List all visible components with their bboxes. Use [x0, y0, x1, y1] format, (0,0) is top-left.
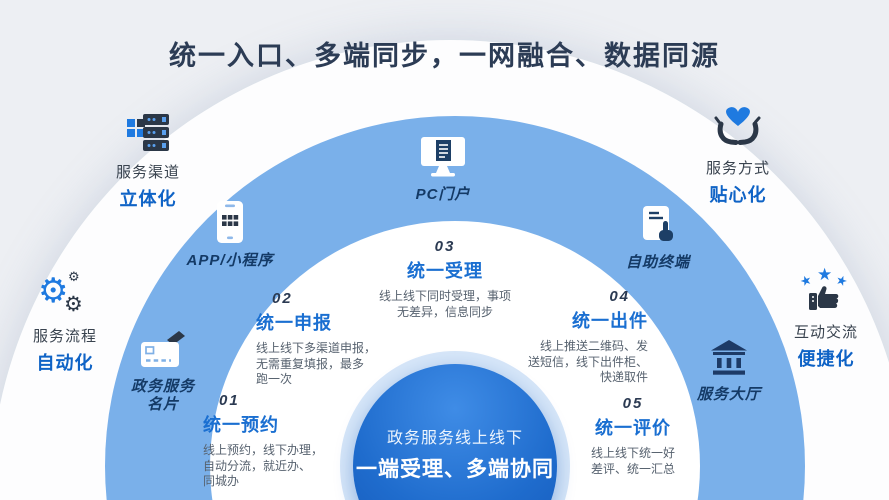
step-unified-reservation: 01 统一预约 线上预约，线下办理， 自动分流，就近办、 同城办 — [203, 392, 327, 490]
server-icon — [85, 106, 211, 154]
thumb-shape — [809, 286, 839, 310]
step-title: 统一预约 — [203, 415, 279, 435]
core-slogan-line2: 一端受理、多端协同 — [356, 458, 554, 481]
step-number: 04 — [609, 288, 630, 305]
step-description: 线上线下同时受理，事项 无差异，信息同步 — [378, 289, 511, 319]
monitor-icon — [381, 132, 505, 178]
feature-service-mode: 服务方式 贴心化 — [675, 102, 801, 207]
channel-pc-portal: PC门户 — [381, 132, 505, 204]
channel-label: 自助终端 — [625, 254, 690, 271]
step-unified-acceptance: 03 统一受理 线上线下同时受理，事项 无差异，信息同步 — [360, 238, 530, 320]
step-title: 统一出件 — [572, 311, 648, 331]
feature-label: 互动交流 — [793, 324, 858, 341]
step-description: 线上推送二维码、发 送短信，线下出件柜、 快递取件 — [527, 339, 648, 384]
thumbs-stars-icon: ★ ★ ★ — [763, 266, 889, 314]
gear-glyph: ⚙ — [38, 272, 69, 310]
step-unified-delivery: 04 统一出件 线上推送二维码、发 送短信，线下出件柜、 快递取件 — [500, 288, 648, 386]
step-title: 统一受理 — [407, 261, 483, 281]
step-unified-evaluation: 05 统一评价 线上线下统一好 差评、统一汇总 — [580, 395, 686, 477]
hands-heart-icon — [675, 102, 801, 150]
core-slogan: 政务服务线上线下 一端受理、多端协同 — [325, 424, 585, 483]
channel-app-miniprogram: APP/小程序 — [166, 198, 294, 270]
feature-interaction: ★ ★ ★ 互动交流 便捷化 — [763, 266, 889, 371]
step-title: 统一评价 — [595, 418, 671, 438]
feature-service-process: ⚙ ⚙ ⚙ 服务流程 自动化 — [6, 270, 124, 375]
channel-label: 政务服务 名片 — [130, 378, 195, 413]
channel-service-hall: 服务大厅 — [667, 332, 791, 404]
phone-icon — [166, 198, 294, 244]
channel-label: 服务大厅 — [696, 386, 761, 403]
card-icon — [106, 324, 220, 370]
bank-icon — [667, 332, 791, 378]
page-title: 统一入口、多端同步，一网融合、数据同源 — [169, 41, 720, 71]
kiosk-icon — [596, 200, 720, 246]
step-description: 线上线下统一好 差评、统一汇总 — [590, 446, 675, 476]
gear-glyph: ⚙ — [64, 293, 83, 316]
feature-highlight: 自动化 — [36, 353, 94, 373]
channel-self-service-terminal: 自助终端 — [596, 200, 720, 272]
feature-service-channels: 服务渠道 立体化 — [85, 106, 211, 211]
gear-glyph: ⚙ — [68, 269, 80, 284]
feature-highlight: 贴心化 — [709, 185, 767, 205]
step-number: 02 — [272, 290, 293, 307]
step-description: 线上线下多渠道申报， 无需重复填报，最多 跑一次 — [256, 341, 377, 386]
step-number: 05 — [622, 395, 644, 412]
step-description: 线上预约，线下办理， 自动分流，就近办、 同城办 — [203, 443, 324, 488]
core-slogan-line1: 政务服务线上线下 — [386, 430, 523, 447]
step-unified-declaration: 02 统一申报 线上线下多渠道申报， 无需重复填报，最多 跑一次 — [256, 290, 380, 388]
feature-label: 服务渠道 — [115, 164, 180, 181]
feature-label: 服务流程 — [32, 328, 97, 345]
channel-service-card: 政务服务 名片 — [106, 324, 220, 414]
channel-label: PC门户 — [415, 186, 471, 203]
step-number: 03 — [434, 238, 456, 255]
feature-highlight: 便捷化 — [797, 349, 855, 369]
feature-highlight: 立体化 — [119, 189, 177, 209]
gears-icon: ⚙ ⚙ ⚙ — [6, 270, 124, 318]
feature-label: 服务方式 — [705, 160, 770, 177]
step-title: 统一申报 — [256, 313, 332, 333]
star-glyph: ★ — [817, 265, 833, 284]
channel-label: APP/小程序 — [186, 252, 274, 269]
step-number: 01 — [219, 392, 240, 409]
